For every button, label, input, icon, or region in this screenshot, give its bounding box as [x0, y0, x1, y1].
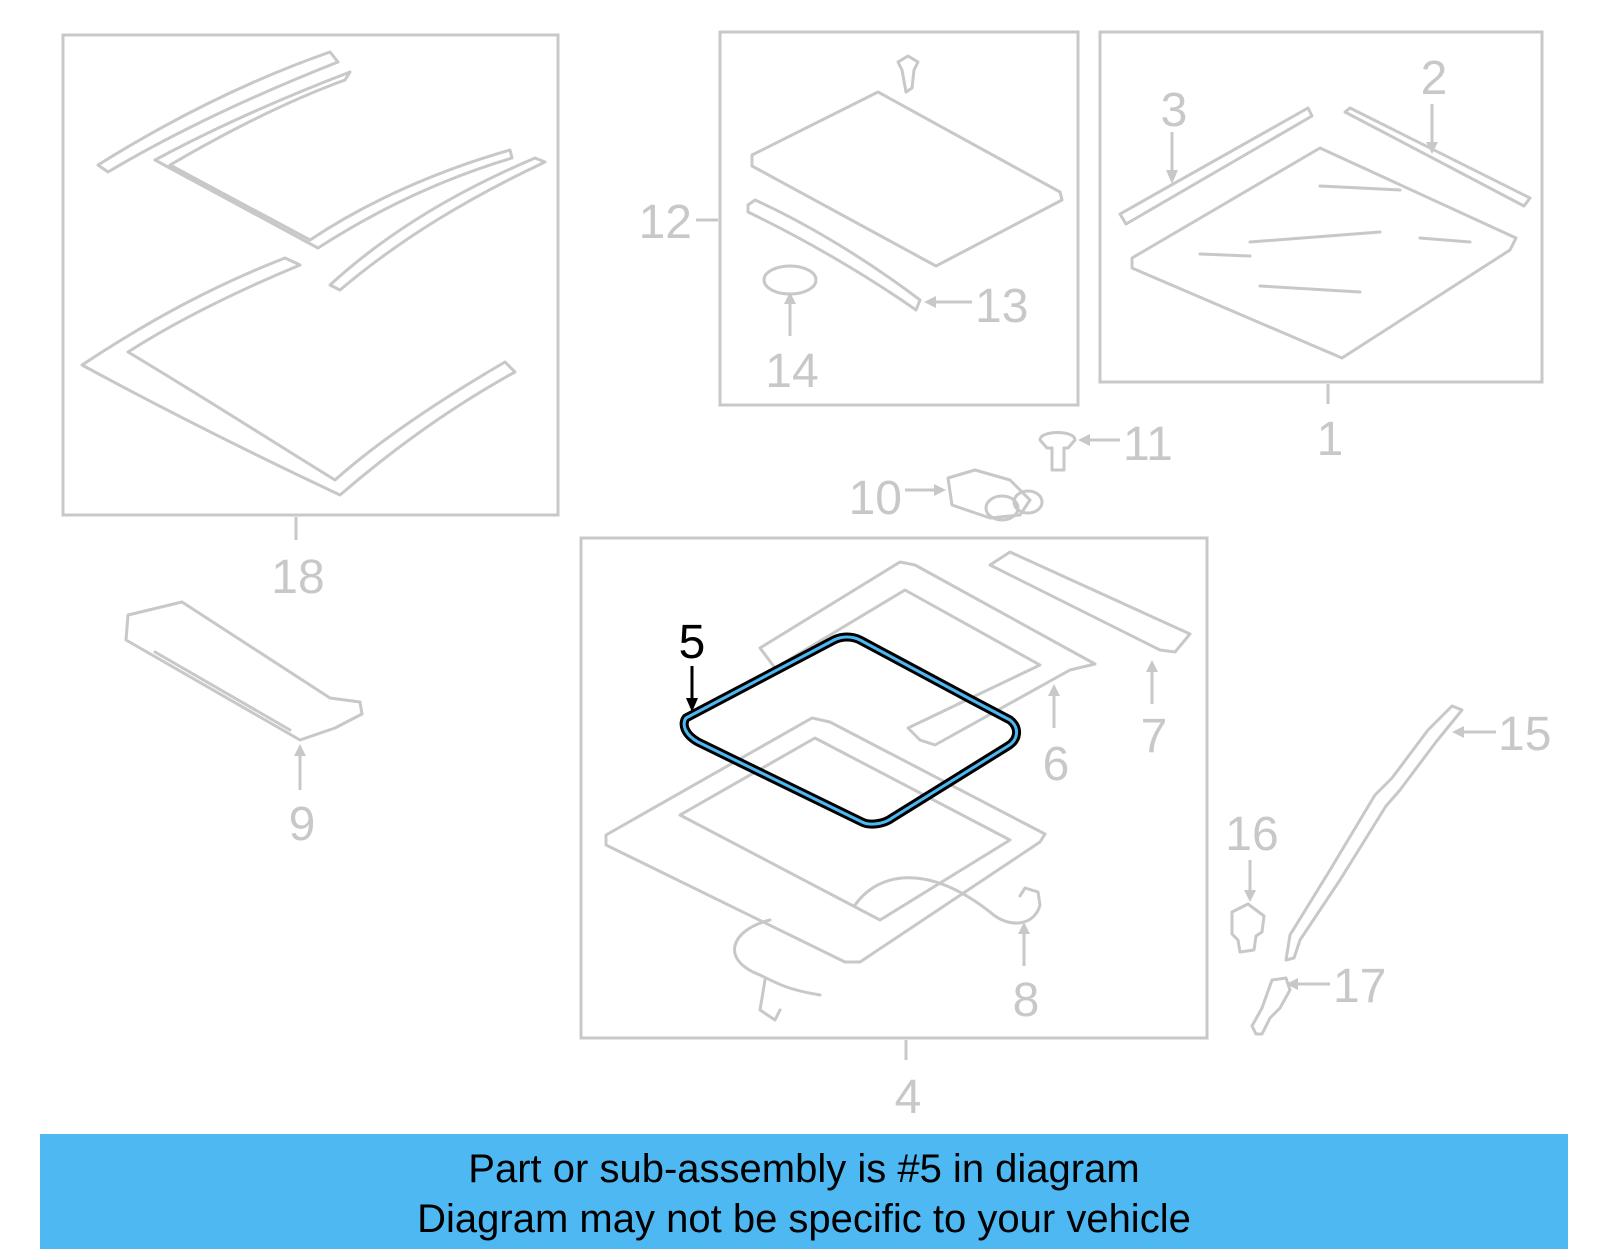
- seal-5-highlight: [682, 635, 1018, 826]
- callout-10: 10: [849, 472, 902, 525]
- box-18: [61, 33, 560, 517]
- callout-4: 4: [895, 1071, 922, 1124]
- arrow-10: [934, 484, 946, 496]
- arrow-9: [294, 744, 306, 756]
- harness-8: [853, 876, 1042, 925]
- callout-18: 18: [271, 551, 324, 604]
- callout-5: 5: [679, 616, 706, 669]
- part-15-cable: 15: [1284, 704, 1551, 962]
- arrow-7: [1146, 660, 1158, 672]
- arrow-16: [1244, 890, 1256, 902]
- arrow-13: [924, 296, 936, 308]
- box-1: [1098, 30, 1544, 384]
- callout-16: 16: [1225, 808, 1278, 861]
- callout-17: 17: [1333, 960, 1386, 1013]
- drain-cable-15: [1284, 704, 1464, 962]
- part-9-bracket: 9: [124, 600, 364, 851]
- motor-10: [946, 468, 1032, 520]
- info-banner: Part or sub-assembly is #5 in diagram Di…: [40, 1134, 1568, 1249]
- clip-16: [1230, 902, 1266, 954]
- callout-12: 12: [639, 196, 692, 249]
- deflector-2: [1343, 106, 1532, 208]
- arrow-3: [1166, 170, 1178, 184]
- glass-panel: [1130, 146, 1518, 360]
- frame-main-inner: [678, 736, 1012, 922]
- harness-lower: [733, 918, 822, 997]
- harness-plug: [758, 978, 782, 1022]
- arrow-8: [1018, 922, 1030, 934]
- glass-reflection-4: [1258, 284, 1362, 294]
- bracket-9: [124, 600, 364, 742]
- bolt-11: [1038, 431, 1077, 472]
- roof-panel-upper: [153, 70, 514, 250]
- part-group-18: 18: [61, 33, 560, 604]
- callout-6: 6: [1043, 738, 1070, 791]
- glass-reflection-1: [1318, 184, 1402, 192]
- callout-1: 1: [1317, 413, 1344, 466]
- glass-reflection-5: [1418, 236, 1472, 244]
- arrow-15: [1452, 726, 1464, 738]
- roof-panel-lower: [80, 256, 517, 497]
- frame-rear-6: [758, 560, 1097, 747]
- arrow-5: [686, 698, 698, 712]
- callout-2: 2: [1421, 52, 1448, 105]
- part-10-motor: 10: [849, 468, 1044, 525]
- part-group-1: 3 2 1: [1098, 30, 1544, 466]
- frame-main: [604, 716, 1047, 964]
- box-4: [579, 536, 1209, 1040]
- callout-11: 11: [1123, 418, 1173, 471]
- sunshade-rail: [746, 198, 922, 312]
- part-17-connector: 17: [1250, 960, 1386, 1036]
- seal-3: [1118, 106, 1314, 226]
- connector-17: [1250, 976, 1292, 1036]
- callout-15: 15: [1498, 708, 1551, 761]
- roof-rail-front-left: [96, 50, 340, 174]
- callout-8: 8: [1013, 974, 1040, 1027]
- handle-14: [762, 264, 818, 296]
- part-11-bolt: 11: [1038, 418, 1173, 472]
- banner-line-1: Part or sub-assembly is #5 in diagram: [468, 1147, 1140, 1191]
- bracket-9-teeth: [153, 650, 292, 732]
- arrow-11: [1078, 434, 1090, 446]
- clip-fastener-top: [896, 54, 920, 94]
- glass-reflection-2: [1248, 230, 1382, 244]
- part-group-12: 12 13 14: [639, 30, 1080, 407]
- motor-roller-b: [1012, 489, 1044, 515]
- arrow-17: [1286, 978, 1298, 990]
- callout-3: 3: [1161, 84, 1188, 137]
- banner-line-2: Diagram may not be specific to your vehi…: [417, 1197, 1191, 1241]
- seal-5-outline: [679, 632, 1021, 829]
- roof-rail-right: [328, 156, 547, 292]
- part-16-clip: 16: [1225, 808, 1279, 954]
- arrow-14: [784, 292, 796, 304]
- panel-7: [988, 550, 1192, 654]
- callout-9: 9: [289, 798, 316, 851]
- callout-14: 14: [765, 345, 818, 398]
- sunshade-panel: [750, 90, 1064, 268]
- box-12: [718, 30, 1080, 407]
- glass-reflection-3: [1198, 252, 1252, 258]
- arrow-6: [1048, 684, 1060, 696]
- callout-13: 13: [975, 280, 1028, 333]
- callout-7: 7: [1141, 710, 1168, 763]
- part-group-4: 5 6 7 8 4: [579, 536, 1209, 1124]
- arrow-2: [1426, 142, 1438, 154]
